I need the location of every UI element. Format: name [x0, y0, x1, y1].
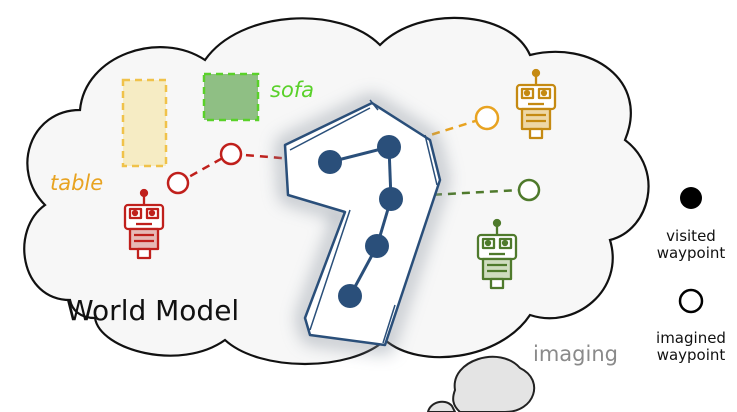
legend-visited-line2: waypoint	[657, 244, 726, 262]
table-label: table	[50, 171, 103, 195]
visited-waypoint-3	[379, 187, 403, 211]
imaging-label: imaging	[533, 342, 618, 366]
visited-waypoint-4	[365, 234, 389, 258]
visited-waypoint-1	[318, 150, 342, 174]
thought-bubble-small	[452, 355, 536, 412]
sofa-object	[202, 72, 260, 122]
green-robot-icon	[476, 218, 518, 290]
legend-visited-line1: visited	[666, 227, 716, 245]
visited-waypoint-2	[377, 135, 401, 159]
legend-imagined-line2: waypoint	[657, 346, 726, 364]
visited-waypoint-5	[338, 284, 362, 308]
green-imagined-waypoint	[517, 178, 541, 202]
table-object	[121, 78, 168, 168]
sofa-label: sofa	[270, 78, 314, 102]
region-sketch-lines	[289, 99, 438, 344]
legend-imagined-marker	[678, 288, 704, 314]
world-model-title: World Model	[66, 294, 239, 327]
legend-visited-marker	[680, 187, 702, 209]
red-dashed-path-1	[177, 153, 229, 185]
red-imagined-waypoint-2	[219, 142, 243, 166]
thought-bubble-tiny	[426, 400, 457, 412]
red-robot-icon	[123, 188, 165, 260]
orange-imagined-waypoint	[474, 105, 500, 131]
red-imagined-waypoint-1	[166, 171, 190, 195]
legend-imagined-line1: imagined	[656, 329, 726, 347]
orange-robot-icon	[515, 68, 557, 140]
